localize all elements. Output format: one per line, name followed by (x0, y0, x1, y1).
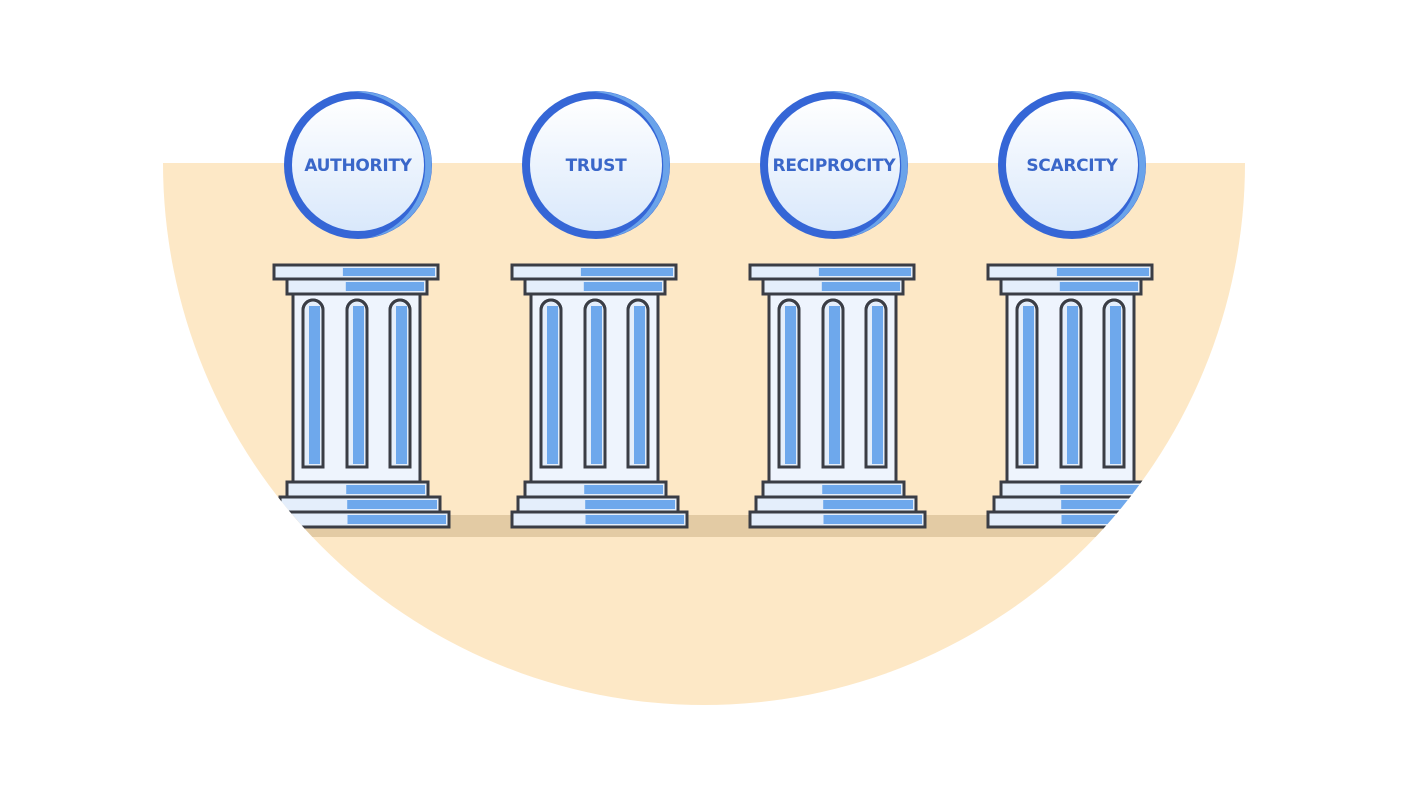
pillar-flute (1102, 298, 1126, 469)
pillar-flute (1015, 298, 1039, 469)
pillar-base-step (285, 480, 430, 499)
pillar-shaft (529, 290, 660, 486)
pillar-flute (864, 298, 888, 469)
pillar-base-step (516, 495, 680, 514)
pillar-shaft (767, 290, 898, 486)
pillar-flute (388, 298, 412, 469)
pillar-capital-top (272, 263, 440, 281)
pillar-flute (1059, 298, 1083, 469)
background-semicircle (163, 163, 1245, 705)
pillar-base-step (748, 510, 927, 529)
pillar-column (272, 263, 451, 529)
pillar-flute (345, 298, 369, 469)
pillar-base-step (523, 480, 668, 499)
pillar-capital (761, 277, 905, 296)
pillar-base-step (510, 510, 689, 529)
pillar-capital-top (510, 263, 678, 281)
pillar-badge: TRUST (522, 91, 670, 239)
pillar-base-step (754, 495, 918, 514)
pillar-badge: SCARCITY (998, 91, 1146, 239)
floor-shadow (250, 515, 1200, 537)
pillar-capital-top (748, 263, 916, 281)
pillar-shaft (1005, 290, 1136, 486)
pillar-label: SCARCITY (1026, 156, 1118, 176)
pillar-flute (539, 298, 563, 469)
pillar-flute (301, 298, 325, 469)
pillar-column (748, 263, 927, 529)
pillar-column (510, 263, 689, 529)
pillar-label: AUTHORITY (304, 156, 412, 176)
pillar-shaft (291, 290, 422, 486)
pillar-capital-top (986, 263, 1154, 281)
pillar-capital (285, 277, 429, 296)
pillar-flute (583, 298, 607, 469)
pillar-column (986, 263, 1165, 529)
pillar-base-step (986, 510, 1165, 529)
pillar-badge: RECIPROCITY (760, 91, 908, 239)
pillar-flute (777, 298, 801, 469)
pillar-capital (523, 277, 667, 296)
pillar-base-step (761, 480, 906, 499)
pillar-capital (999, 277, 1143, 296)
pillar-flute (821, 298, 845, 469)
pillar-base-step (992, 495, 1156, 514)
pillar-label: RECIPROCITY (773, 156, 897, 176)
pillar-base-step (272, 510, 451, 529)
pillar-label: TRUST (566, 156, 628, 176)
pillar-base-step (278, 495, 442, 514)
pillar-badge: AUTHORITY (284, 91, 432, 239)
pillar-base-step (999, 480, 1144, 499)
pillar-flute (626, 298, 650, 469)
